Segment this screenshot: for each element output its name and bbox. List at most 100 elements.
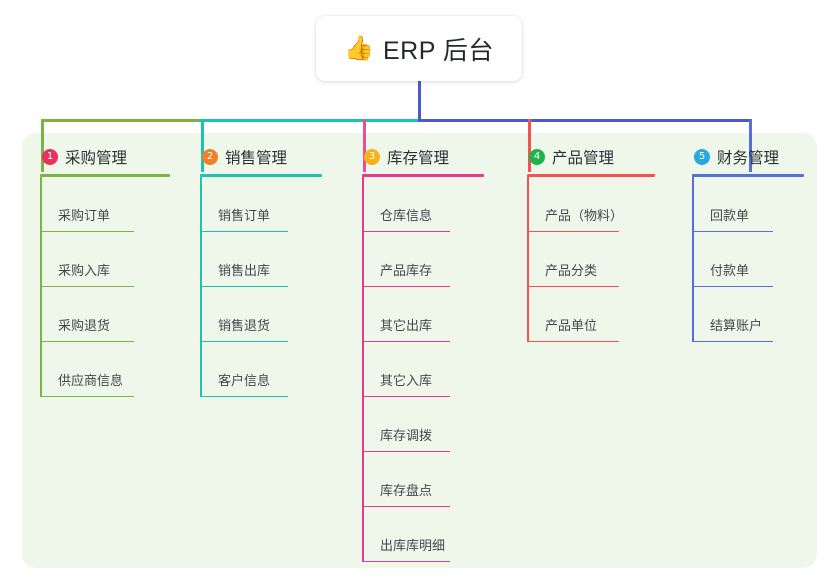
menu-item[interactable]: 供应商信息	[40, 342, 170, 397]
drop-line-2	[201, 119, 204, 172]
menu-item[interactable]: 产品库存	[362, 232, 484, 287]
menu-item-label: 产品（物料）	[545, 208, 624, 223]
column-3: 3 库存管理仓库信息产品库存其它出库其它入库库存调拨库存盘点出库库明细	[362, 146, 484, 562]
menu-item[interactable]: 采购退货	[40, 287, 170, 342]
root-title: ERP 后台	[382, 36, 494, 65]
menu-item-label: 产品单位	[545, 318, 598, 333]
menu-item-label: 销售退货	[218, 318, 271, 333]
menu-item[interactable]: 库存盘点	[362, 452, 484, 507]
column-spine	[527, 177, 529, 342]
column-header-rule	[362, 174, 484, 177]
column-spine	[362, 177, 364, 562]
column-1: 1 采购管理采购订单采购入库采购退货供应商信息	[40, 146, 170, 397]
menu-item[interactable]: 回款单	[692, 177, 804, 232]
menu-item[interactable]: 采购订单	[40, 177, 170, 232]
menu-item-label: 其它出库	[380, 318, 433, 333]
menu-item-rule	[362, 560, 450, 562]
column-title: 库存管理	[387, 150, 450, 167]
drop-line-1	[41, 119, 44, 172]
column-header-3[interactable]: 3 库存管理	[362, 146, 484, 168]
menu-item-rule	[527, 285, 619, 287]
menu-item[interactable]: 产品分类	[527, 232, 655, 287]
menu-item[interactable]: 客户信息	[200, 342, 322, 397]
column-title: 销售管理	[225, 150, 288, 167]
menu-item-label: 其它入库	[380, 373, 433, 388]
trunk-segment-mid	[200, 119, 419, 122]
column-items: 回款单付款单结算账户	[692, 177, 804, 342]
menu-item-rule	[692, 230, 773, 232]
menu-item[interactable]: 其它入库	[362, 342, 484, 397]
column-header-1[interactable]: 1 采购管理	[40, 146, 170, 168]
menu-item-label: 销售订单	[218, 208, 271, 223]
drop-line-4	[528, 119, 531, 172]
menu-item[interactable]: 结算账户	[692, 287, 804, 342]
column-spine	[692, 177, 694, 342]
drop-line-3	[363, 119, 366, 172]
menu-item[interactable]: 采购入库	[40, 232, 170, 287]
menu-item[interactable]: 产品单位	[527, 287, 655, 342]
menu-item[interactable]: 库存调拨	[362, 397, 484, 452]
column-header-rule	[692, 174, 804, 177]
column-header-5[interactable]: 5 财务管理	[692, 146, 804, 168]
menu-item-rule	[40, 230, 134, 232]
menu-item[interactable]: 销售订单	[200, 177, 322, 232]
root-node[interactable]: 👍 ERP 后台	[316, 16, 522, 81]
menu-item-rule	[362, 340, 450, 342]
menu-item[interactable]: 销售出库	[200, 232, 322, 287]
menu-item-rule	[527, 340, 619, 342]
menu-item[interactable]: 产品（物料）	[527, 177, 655, 232]
column-items: 仓库信息产品库存其它出库其它入库库存调拨库存盘点出库库明细	[362, 177, 484, 562]
menu-item-label: 库存调拨	[380, 428, 433, 443]
column-title: 财务管理	[717, 150, 780, 167]
number-badge-1: 1	[42, 149, 58, 165]
trunk-segment-left	[41, 119, 201, 122]
menu-item[interactable]: 仓库信息	[362, 177, 484, 232]
number-badge-2: 2	[202, 149, 218, 165]
menu-item-rule	[200, 285, 288, 287]
trunk-segment-right	[419, 119, 750, 122]
menu-item-rule	[200, 340, 288, 342]
menu-item-rule	[692, 285, 773, 287]
menu-item-rule	[40, 285, 134, 287]
drop-line-5	[749, 119, 752, 172]
menu-item-label: 仓库信息	[380, 208, 433, 223]
menu-item-rule	[527, 230, 619, 232]
menu-item[interactable]: 其它出库	[362, 287, 484, 342]
menu-item-label: 库存盘点	[380, 483, 433, 498]
menu-item-label: 采购入库	[58, 263, 111, 278]
menu-item-label: 回款单	[710, 208, 750, 223]
column-header-2[interactable]: 2 销售管理	[200, 146, 322, 168]
column-title: 采购管理	[65, 150, 128, 167]
menu-item-label: 采购订单	[58, 208, 111, 223]
menu-item-label: 采购退货	[58, 318, 111, 333]
menu-item[interactable]: 付款单	[692, 232, 804, 287]
column-items: 销售订单销售出库销售退货客户信息	[200, 177, 322, 397]
thumbs-up-icon: 👍	[344, 34, 374, 62]
menu-item-rule	[40, 395, 134, 397]
column-2: 2 销售管理销售订单销售出库销售退货客户信息	[200, 146, 322, 397]
column-spine	[40, 177, 42, 397]
menu-item[interactable]: 销售退货	[200, 287, 322, 342]
number-badge-3: 3	[364, 149, 380, 165]
menu-item-rule	[362, 395, 450, 397]
menu-item-label: 结算账户	[710, 318, 763, 333]
menu-item-rule	[692, 340, 773, 342]
menu-item-rule	[362, 505, 450, 507]
menu-item-rule	[362, 285, 450, 287]
menu-item-label: 供应商信息	[58, 373, 124, 388]
menu-item-rule	[200, 230, 288, 232]
column-items: 产品（物料） 产品分类产品单位	[527, 177, 655, 342]
menu-item-label: 出库库明细	[380, 538, 446, 553]
menu-item[interactable]: 出库库明细	[362, 507, 484, 562]
menu-item-label: 销售出库	[218, 263, 271, 278]
menu-item-rule	[362, 450, 450, 452]
column-items: 采购订单采购入库采购退货供应商信息	[40, 177, 170, 397]
menu-item-rule	[200, 395, 288, 397]
menu-item-label: 产品库存	[380, 263, 433, 278]
number-badge-5: 5	[694, 149, 710, 165]
column-header-rule	[200, 174, 322, 177]
menu-item-label: 客户信息	[218, 373, 271, 388]
